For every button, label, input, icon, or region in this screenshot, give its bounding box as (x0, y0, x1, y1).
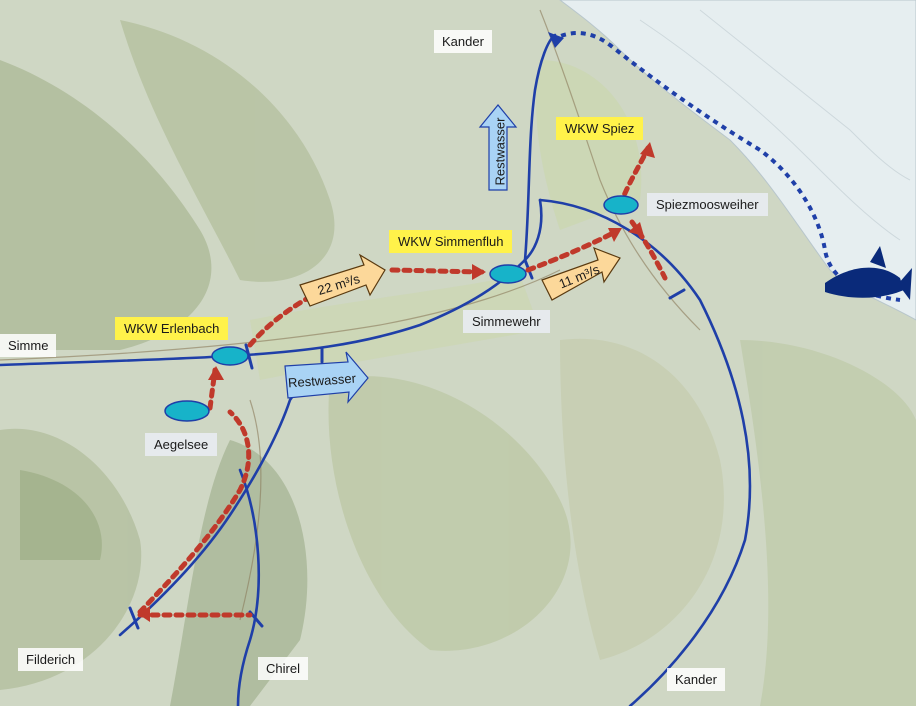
lake-contours (639, 9, 911, 241)
river-simme-kander-link (523, 198, 543, 262)
restwasser-vertical-arrow (478, 104, 518, 191)
flow-arrowheads (138, 142, 655, 622)
label-wkw-spiez: WKW Spiez (556, 117, 644, 140)
label-spiezmoosweiher: Spiezmoosweiher (647, 193, 768, 216)
terrain-shading (0, 20, 916, 706)
label-kander-bottom: Kander (667, 668, 725, 691)
river-kander-upper (523, 33, 557, 262)
river-kander-lower (538, 198, 752, 706)
river-simme (0, 258, 527, 367)
label-filderich: Filderich (18, 648, 84, 671)
fish-icon (825, 246, 912, 300)
label-aegelsee: Aegelsee (145, 433, 218, 456)
label-simmewehr: Simmewehr (463, 310, 550, 333)
flow-11-arrow (541, 246, 621, 301)
label-chirel: Chirel (258, 657, 308, 680)
station-spiezmoosweiher (603, 195, 639, 215)
station-aegelsee (164, 400, 210, 422)
roads (0, 9, 701, 621)
lake-flow-path (551, 31, 901, 302)
label-wkw-simmenfluh: WKW Simmenfluh (389, 230, 513, 253)
label-restwasser-vertical: Restwasser (492, 117, 508, 186)
label-kander-top: Kander (434, 30, 492, 53)
label-simme: Simme (0, 334, 57, 357)
lake-flow-arrowhead (548, 32, 564, 48)
station-simmewehr (489, 264, 527, 284)
river-chirel (236, 468, 260, 706)
restwasser-horizontal-arrow (284, 351, 369, 404)
label-wkw-erlenbach: WKW Erlenbach (115, 317, 229, 340)
station-erlenbach (211, 346, 249, 366)
flow-22-arrow (299, 253, 386, 307)
